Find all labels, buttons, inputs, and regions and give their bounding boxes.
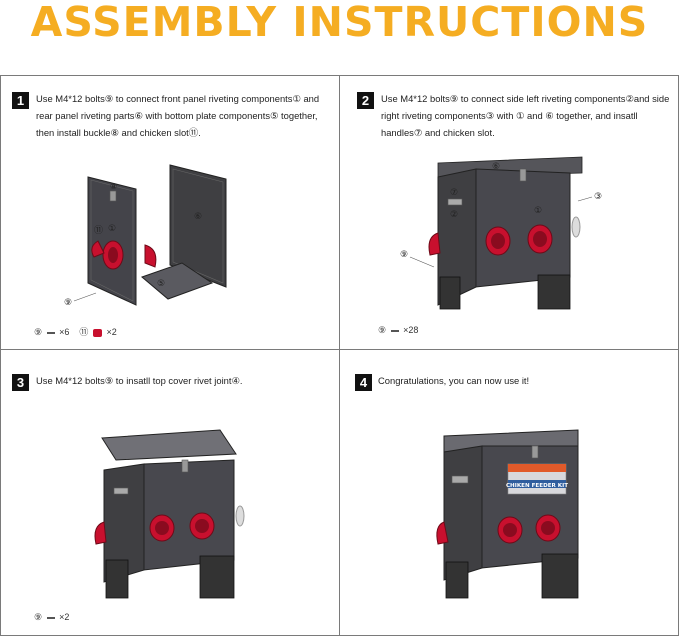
step-number: 3 [12,374,29,391]
grid-line-left [0,75,1,636]
bolt-icon [46,616,55,619]
bolt-icon [390,329,399,332]
chicken-slot-icon [92,328,102,337]
part-qty: ×2 [59,612,70,622]
callout-5: ⑤ [157,279,165,289]
callout-3: ③ [594,192,602,202]
callout-2: ② [450,210,458,220]
chicken-slot-part [144,244,157,268]
step-number: 4 [355,374,372,391]
step-3-illustration [94,429,245,599]
front-panel [475,168,571,288]
front-panel [143,459,235,571]
callout-6: ⑥ [492,162,500,172]
step-instruction: Use M4*12 bolts⑨ to insatll top cover ri… [36,375,243,386]
step-3-cell: 3 Use M4*12 bolts⑨ to insatll top cover … [0,350,339,635]
part-ref: ⑨ [378,325,387,335]
chicken-slot-part [91,240,105,258]
part-ref: ⑪ [79,327,89,337]
callout-9: ⑨ [64,298,72,308]
step-1-illustration: ① ⑥ ⑤ ⑨ ⑪ ⑧ [64,164,227,308]
callout-9: ⑨ [400,250,408,260]
callout-7: ⑦ [450,188,458,198]
step-3-parts-list: ⑨ ×2 [34,612,69,623]
step-4-cell: 4 Congratulations, you can now use it! C… [340,350,678,635]
top-cover [101,429,237,461]
bolt-icon [46,331,55,334]
step-2-illustration: ⑥ ⑦ ② ① ③ ⑨ [400,156,602,310]
left-leg [439,276,461,310]
step-number: 2 [357,92,374,109]
part-qty: ×6 [59,327,70,337]
step-1-cell: 1 Use M4*12 bolts⑨ to connect front pane… [0,75,339,349]
part-ref: ⑨ [34,327,43,337]
step-instruction: Use M4*12 bolts⑨ to connect front panel … [36,93,320,138]
grid-line-center [339,75,340,636]
step-1-parts-list: ⑨ ×6 ⑪ ×2 [34,325,117,338]
step-4-illustration: CHIKEN FEEDER KIT [436,429,579,599]
buckle-part [109,190,117,202]
right-leg [537,274,571,310]
callout-1: ① [108,224,116,234]
page-title: ASSEMBLY INSTRUCTIONS [30,0,649,46]
callout-6: ⑥ [194,212,202,222]
bottom-plate [141,262,214,300]
label-text: CHIKEN FEEDER KIT [506,483,568,489]
step-2-cell: 2 Use M4*12 bolts⑨ to connect side left … [340,75,678,349]
callout-11: ⑪ [94,225,103,236]
callout-1: ① [534,206,542,216]
step-2-parts-list: ⑨ ×28 [378,325,418,336]
part-ref: ⑨ [34,612,43,622]
callout-8: ⑧ [110,182,117,191]
part-qty: ×28 [403,325,419,335]
step-instruction: Use M4*12 bolts⑨ to connect side left ri… [381,93,670,138]
part-qty: ×2 [106,327,117,337]
step-instruction: Congratulations, you can now use it! [378,375,530,386]
step-number: 1 [12,92,29,109]
rear-panel [169,164,227,288]
left-side-panel [443,445,483,581]
instruction-grid: 1 Use M4*12 bolts⑨ to connect front pane… [0,75,679,636]
